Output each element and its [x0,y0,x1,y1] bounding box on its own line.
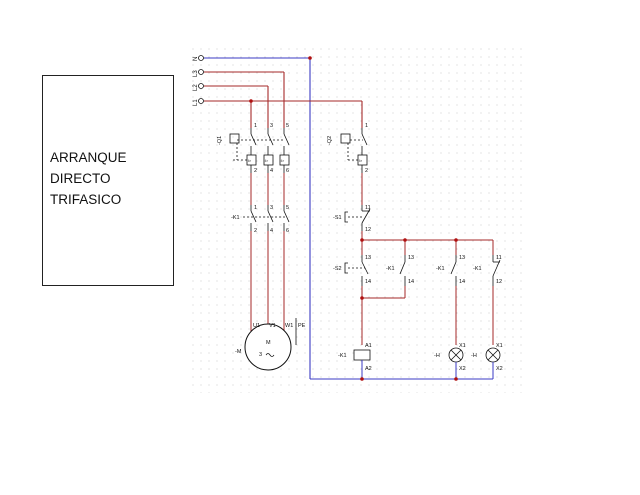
k1-hold-pin-14: 14 [408,279,414,285]
q1-trip-1: I> [248,159,252,163]
lamp1-pin-x2: X2 [459,366,466,372]
supply-terminals [198,55,204,104]
lamp2-pin-x2: X2 [496,366,503,372]
lamp1-pin-x1: X1 [459,343,466,349]
rail-label-l3: L3 [193,70,199,77]
k1-hold-contact-symbol [399,255,406,286]
s2-label: -S2 [333,266,342,272]
title-line-3: TRIFASICO [50,192,122,207]
k1-lamp1-contact-label: -K1 [436,266,445,272]
q1-pin-2: 2 [254,168,257,174]
title-line-2: DIRECTO [50,171,111,186]
k1-hold-pin-13: 13 [408,255,414,261]
k1-pin-4: 4 [270,228,273,234]
rail-label-l2: L2 [193,84,199,91]
q1-pin-6: 6 [286,168,289,174]
s1-label: -S1 [333,215,342,221]
k1-lamp2-pin-11: 11 [496,255,502,261]
k1-lamp2-pin-12: 12 [496,279,502,285]
lamp2-pin-x1: X1 [496,343,503,349]
power-wires-k1-motor [250,231,285,331]
q1-pin-4: 4 [270,168,273,174]
supply-rails [204,57,493,380]
coil-pin-a1: A1 [365,343,372,349]
lamp2-symbol [485,347,501,363]
k1-main-label: -K1 [231,215,240,221]
k1-lamp2-contact-label: -K1 [473,266,482,272]
k1-pin-2: 2 [254,228,257,234]
k1-lamp2-contact-symbol [492,255,501,286]
rail-label-n: N [193,57,199,61]
q2-pin-1: 1 [365,123,368,129]
title-line-1: ARRANQUE [50,150,127,165]
q1-pin-3: 3 [270,123,273,129]
s1-stop-button-symbol [344,205,371,231]
power-wires-q1-k1 [250,173,285,205]
motor-symbol [244,323,292,371]
motor-terminal-v1: V1 [269,323,276,329]
k1-pin-5: 5 [286,205,289,211]
s1-pin-12: 12 [365,227,371,233]
rail-label-l1: L1 [193,99,199,106]
motor-letter: M [266,340,271,346]
q1-label: -Q1 [217,136,223,145]
s2-pin-14: 14 [365,279,371,285]
title-box: ARRANQUE DIRECTO TRIFASICO [42,75,174,286]
q1-pin-5: 5 [286,123,289,129]
k1-lamp1-pin-14: 14 [459,279,465,285]
ac-wave-icon [265,353,275,357]
q1-pin-1: 1 [254,123,257,129]
k1-lamp1-pin-13: 13 [459,255,465,261]
s1-pin-11: 11 [365,205,371,211]
motor-phase-count: 3 [259,352,262,358]
lamp2-label: -H [471,353,477,359]
k1-coil-symbol [353,349,371,361]
q2-pin-2: 2 [365,168,368,174]
q1-trip-2: I> [265,159,269,163]
k1-main-contacts-symbol [243,205,290,231]
coil-pin-a2: A2 [365,366,372,372]
drawing-grid [192,48,522,393]
junction-nodes [249,56,458,381]
motor-label: -M [235,349,242,355]
motor-terminal-w1: W1 [285,323,293,329]
coil-label: -K1 [338,353,347,359]
control-wires [361,231,494,345]
motor-terminal-pe: PE [298,323,306,329]
s2-start-button-symbol [344,255,369,286]
k1-lamp1-contact-symbol [450,255,457,286]
q2-breaker-symbol [340,128,368,173]
lamp1-label: -H [434,353,440,359]
k1-pin-1: 1 [254,205,257,211]
k1-pin-6: 6 [286,228,289,234]
motor-terminal-u1: U1 [253,323,260,329]
q1-breaker-symbol [229,128,290,173]
q2-label: -Q2 [327,136,333,145]
q2-trip: I> [359,159,363,163]
k1-pin-3: 3 [270,205,273,211]
k1-hold-label: -K1 [386,266,395,272]
q1-trip-3: I> [281,159,285,163]
s2-pin-13: 13 [365,255,371,261]
lamp1-symbol [448,347,464,363]
